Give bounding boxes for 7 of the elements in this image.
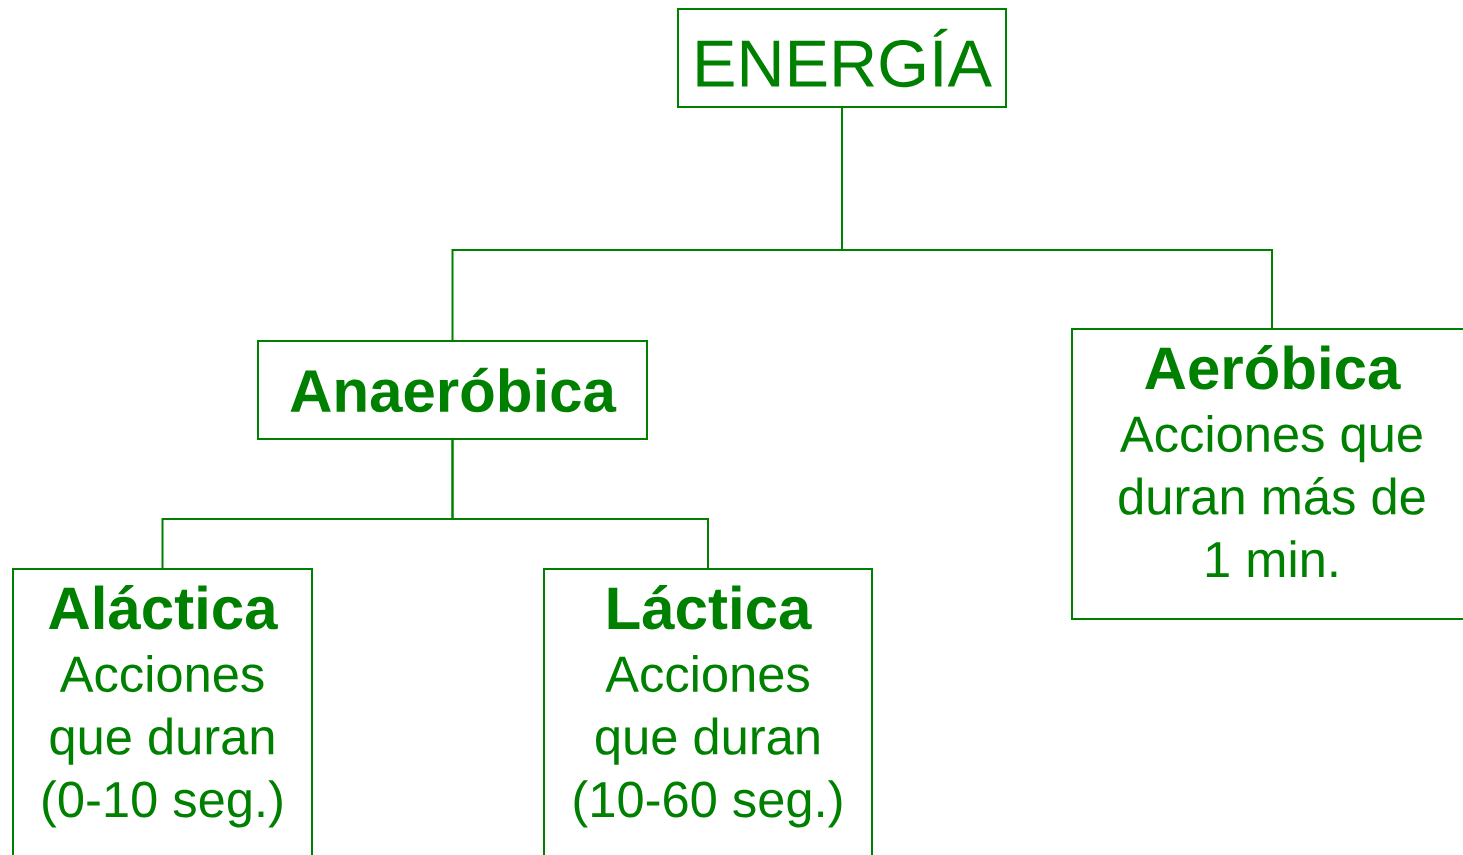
connector-line	[451, 439, 709, 569]
category-box: Aeróbica Acciones que duran más de 1 min.	[1071, 328, 1463, 620]
category-box: Láctica Acciones que duran (10-60 seg.)	[543, 568, 873, 855]
title-box: ENERGÍA	[677, 8, 1007, 108]
category-box: Anaeróbica	[257, 340, 648, 440]
connector-line	[841, 107, 1273, 329]
category-box: Aláctica Acciones que duran (0-10 seg.)	[12, 568, 313, 855]
